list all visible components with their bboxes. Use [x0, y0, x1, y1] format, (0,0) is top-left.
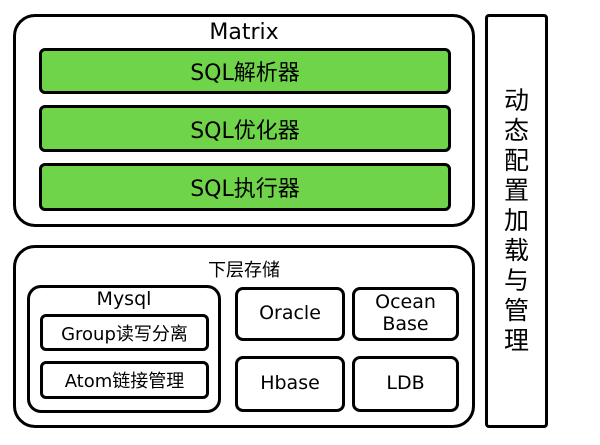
atom-link-manage-item: Atom链接管理 — [40, 361, 209, 399]
config-side-char: 态 — [503, 116, 529, 145]
mysql-title: Mysql — [96, 288, 152, 310]
oracle-cell: Oracle — [235, 287, 345, 341]
sql-optimizer-label: SQL优化器 — [190, 118, 300, 144]
hbase-label: Hbase — [260, 372, 320, 395]
ocean-base-cell: Ocean Base — [352, 287, 459, 341]
sql-executor-layer: SQL执行器 — [39, 163, 451, 211]
config-side-char: 配 — [503, 146, 529, 175]
config-side-char: 管 — [503, 296, 529, 325]
matrix-title: Matrix — [209, 20, 279, 45]
config-side-char: 动 — [503, 86, 529, 115]
atom-link-manage-label: Atom链接管理 — [64, 371, 185, 392]
group-rw-split-label: Group读写分离 — [61, 323, 188, 345]
sql-parser-label: SQL解析器 — [190, 61, 300, 86]
config-side-char: 加 — [503, 206, 529, 235]
config-side-char: 与 — [503, 266, 529, 295]
config-side-char: 载 — [503, 236, 529, 265]
config-side-char: 置 — [503, 176, 529, 205]
hbase-cell: Hbase — [235, 356, 345, 412]
config-side-char: 理 — [503, 326, 529, 355]
storage-title: 下层存储 — [208, 260, 280, 281]
ocean-base-label: Ocean Base — [375, 291, 436, 335]
config-side-label: 动态配置加载与管理 — [488, 17, 545, 425]
group-rw-split-item: Group读写分离 — [40, 314, 209, 351]
sql-optimizer-layer: SQL优化器 — [39, 105, 451, 152]
sql-parser-layer: SQL解析器 — [39, 48, 451, 94]
config-side-panel: 动态配置加载与管理 — [485, 14, 548, 428]
oracle-label: Oracle — [259, 302, 321, 325]
ldb-cell: LDB — [352, 356, 459, 412]
ldb-label: LDB — [386, 372, 425, 395]
sql-executor-label: SQL执行器 — [190, 177, 300, 202]
